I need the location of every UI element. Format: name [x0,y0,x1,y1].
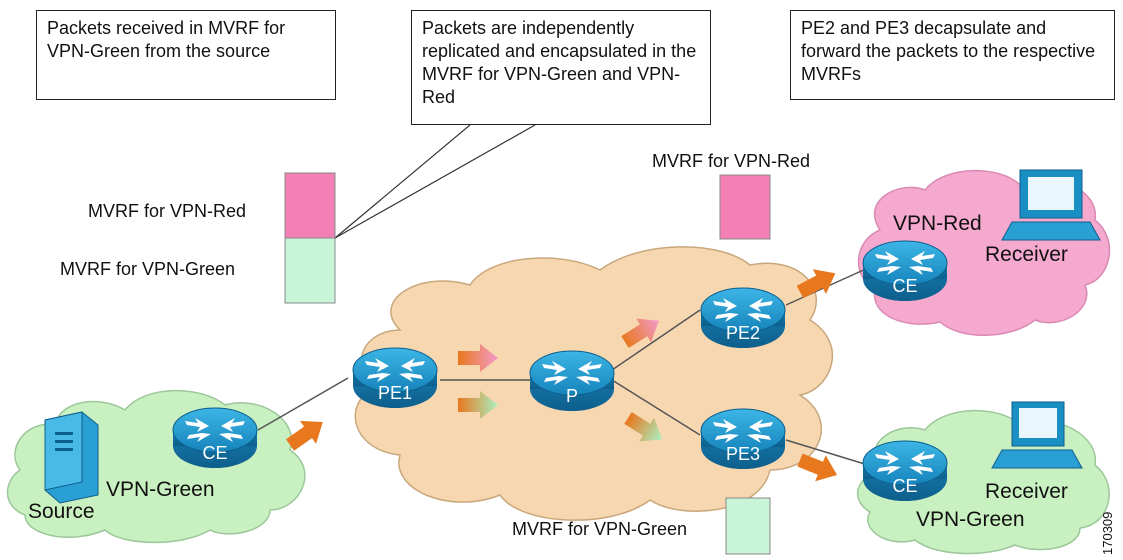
mvrf-green-bottom-label: MVRF for VPN-Green [512,519,688,539]
mvrf-red-top-label: MVRF for VPN-Red [652,151,811,171]
mvrf-red-left-box [284,172,336,239]
server-icon [44,411,99,504]
computer-icon-green [991,401,1083,469]
pe3-label: PE3 [725,444,761,464]
callout-decap: PE2 and PE3 decapsulate and forward the … [790,10,1115,100]
pe2-label: PE2 [725,323,761,343]
receiver-red-label: Receiver [985,243,1068,266]
pe1-label: PE1 [377,383,413,403]
computer-icon-red [1001,169,1101,241]
receiver-green-label: Receiver [985,480,1068,503]
callout-replicated: Packets are independently replicated and… [411,10,711,125]
mvrf-green-left-box [284,237,336,304]
mvrf-red-top-box [719,174,771,240]
mvrf-green-bottom-box [725,497,771,555]
mvrf-green-left-label: MVRF for VPN-Green [60,259,236,279]
vpn-green-source-label: VPN-Green [106,478,215,501]
source-label: Source [28,500,95,523]
ce-green-label: CE [892,476,918,496]
figure-id: 170309 [1100,511,1115,555]
p-label: P [565,386,578,406]
ce-red-label: CE [892,276,918,296]
vpn-green-receiver-label: VPN-Green [916,508,1025,531]
ce-source-label: CE [202,443,228,463]
vpn-red-label: VPN-Red [893,212,982,235]
callout-received: Packets received in MVRF for VPN-Green f… [36,10,336,100]
mvrf-red-left-label: MVRF for VPN-Red [88,201,247,221]
